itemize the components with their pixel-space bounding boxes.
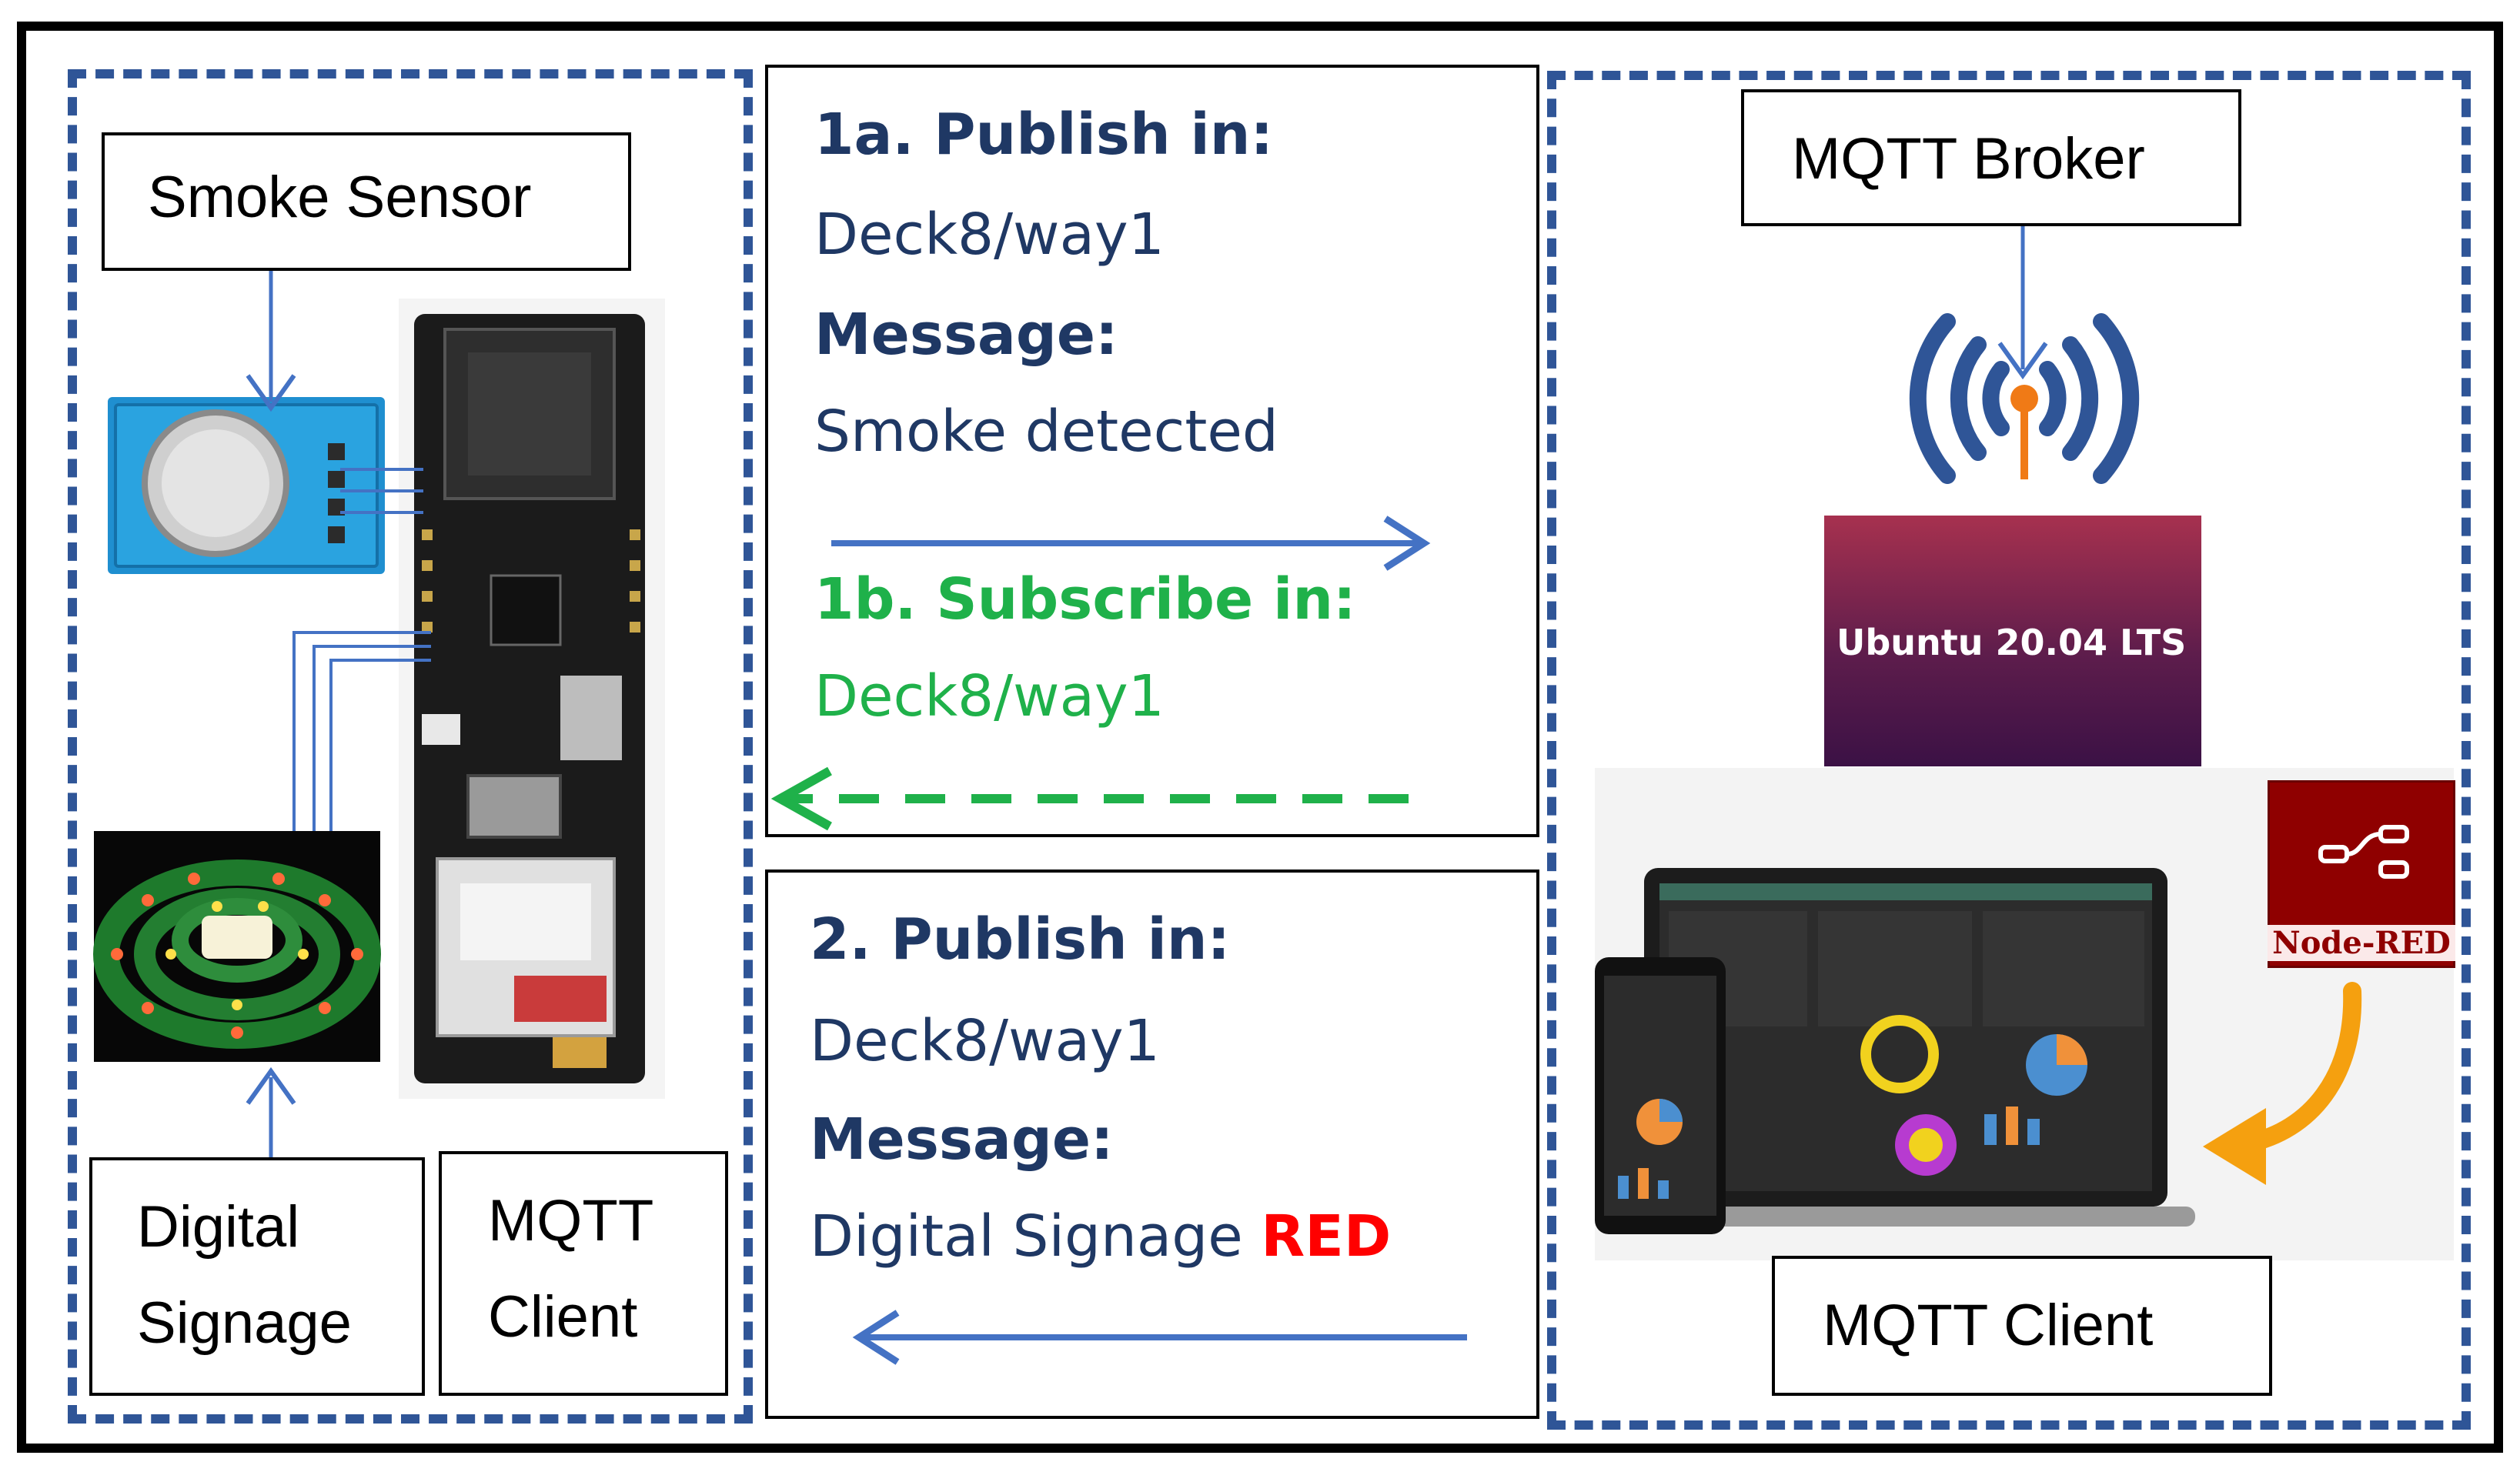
subscribe-topic-1b: Deck8/way1 bbox=[814, 663, 1165, 729]
server-mqtt-client-label: MQTT Client bbox=[1772, 1256, 2272, 1396]
device-mqtt-client-label: MQTT Client bbox=[439, 1151, 728, 1396]
node-red-label: Node-RED bbox=[2268, 925, 2455, 961]
message-text-1a: Smoke detected bbox=[814, 399, 1278, 465]
publish-topic-2: Deck8/way1 bbox=[810, 1008, 1160, 1074]
publish-heading-2: 2. Publish in: bbox=[810, 906, 1231, 973]
wireless-antenna-icon bbox=[1909, 313, 2140, 484]
publish-topic-1a: Deck8/way1 bbox=[814, 202, 1165, 268]
publish-signage-box bbox=[765, 870, 1539, 1419]
message-text-2-highlight: RED bbox=[1261, 1203, 1392, 1270]
left-device-region bbox=[68, 69, 753, 1424]
dashboard-devices-image bbox=[1595, 768, 2454, 1260]
digital-signage-line1: Digital bbox=[137, 1194, 300, 1260]
server-mqtt-client-label-text: MQTT Client bbox=[1823, 1293, 2154, 1358]
node-red-flow-icon bbox=[2318, 825, 2409, 879]
right-server-region bbox=[1547, 71, 2471, 1430]
message-text-2-plain: Digital Signage bbox=[810, 1203, 1262, 1270]
mqtt-broker-label-text: MQTT Broker bbox=[1792, 126, 2145, 192]
publish-heading-1a: 1a. Publish in: bbox=[814, 102, 1274, 168]
smoke-sensor-image bbox=[108, 397, 385, 574]
mqtt-broker-label: MQTT Broker bbox=[1741, 89, 2241, 226]
led-strip-image bbox=[93, 831, 381, 1062]
smoke-sensor-label: Smoke Sensor bbox=[102, 132, 631, 271]
device-mqtt-client-line1: MQTT bbox=[488, 1188, 654, 1253]
message-heading-1a: Message: bbox=[814, 302, 1118, 368]
message-heading-2: Message: bbox=[810, 1106, 1114, 1173]
ubuntu-version-text: Ubuntu 20.04 LTS bbox=[1837, 622, 2187, 663]
digital-signage-label: Digital Signage bbox=[89, 1157, 425, 1396]
smoke-sensor-label-text: Smoke Sensor bbox=[148, 165, 532, 230]
ubuntu-banner-image bbox=[1824, 516, 2201, 766]
device-mqtt-client-line2: Client bbox=[488, 1283, 638, 1350]
esp32-board-image bbox=[399, 299, 665, 1099]
digital-signage-line2: Signage bbox=[137, 1290, 352, 1356]
subscribe-heading-1b: 1b. Subscribe in: bbox=[814, 566, 1356, 633]
message-text-2: Digital Signage RED bbox=[810, 1203, 1391, 1270]
publish-subscribe-box bbox=[765, 65, 1539, 837]
